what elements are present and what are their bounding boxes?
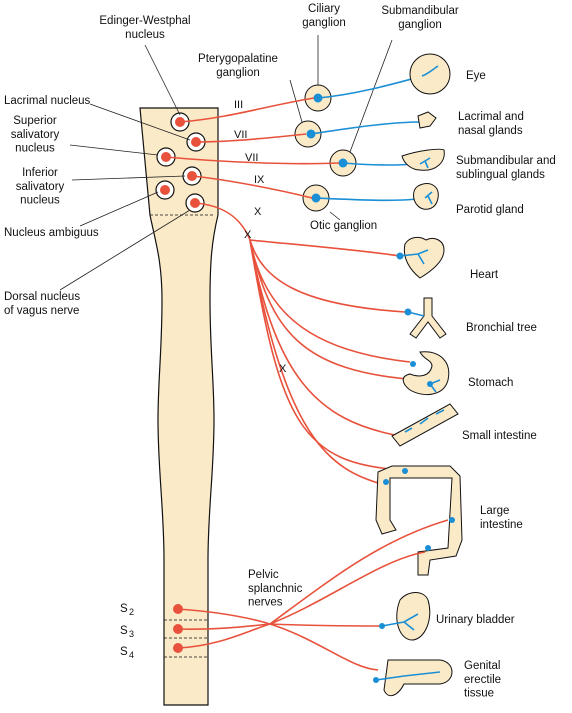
svg-text:S: S — [120, 603, 128, 615]
nerve-label-vii-b: VII — [245, 152, 258, 164]
label-s2: S 2 — [120, 603, 134, 617]
small-intestine-organ — [391, 403, 459, 447]
nerve-label-x-b: X — [244, 229, 252, 241]
label-nucleus-ambiguus: Nucleus ambiguus — [4, 227, 99, 239]
spinal-cord — [139, 107, 219, 706]
parotid-gland-organ — [413, 183, 439, 210]
nucleus-ambiguus — [155, 180, 175, 200]
nerve-label-iii: III — [234, 99, 243, 111]
label-stomach: Stomach — [468, 377, 513, 389]
svg-text:4: 4 — [129, 650, 134, 660]
pterygopalatine-ganglion — [294, 120, 322, 148]
nerve-label-x-c: X — [279, 363, 287, 375]
svg-text:3: 3 — [129, 629, 134, 639]
stomach-organ — [402, 351, 450, 396]
bronchial-tree-organ — [404, 297, 447, 339]
urinary-bladder-organ — [379, 592, 431, 641]
eye-organ — [409, 53, 451, 95]
submandibular-gland-organ — [401, 148, 445, 171]
svg-text:S: S — [120, 625, 128, 637]
label-urinary-bladder: Urinary bladder — [436, 614, 515, 626]
svg-text:2: 2 — [129, 607, 134, 617]
label-bronchial-tree: Bronchial tree — [466, 322, 537, 334]
label-lacrimal-nucleus: Lacrimal nucleus — [4, 95, 91, 107]
nerve-label-ix: IX — [254, 174, 265, 186]
svg-text:S: S — [120, 646, 128, 658]
large-intestine-organ — [375, 465, 463, 576]
label-otic-ganglion: Otic ganglion — [310, 220, 377, 232]
heart-organ — [396, 236, 445, 279]
label-eye: Eye — [466, 70, 486, 82]
label-s3: S 3 — [120, 625, 134, 639]
lacrimal-gland-organ — [417, 111, 437, 129]
genital-tissue-organ — [373, 659, 453, 697]
nerve-label-x-a: X — [254, 206, 262, 218]
label-heart: Heart — [470, 269, 499, 281]
nerve-label-vii-a: VII — [234, 129, 247, 141]
label-s4: S 4 — [120, 646, 134, 660]
label-small-intestine: Small intestine — [462, 430, 537, 442]
label-parotid: Parotid gland — [456, 204, 524, 216]
